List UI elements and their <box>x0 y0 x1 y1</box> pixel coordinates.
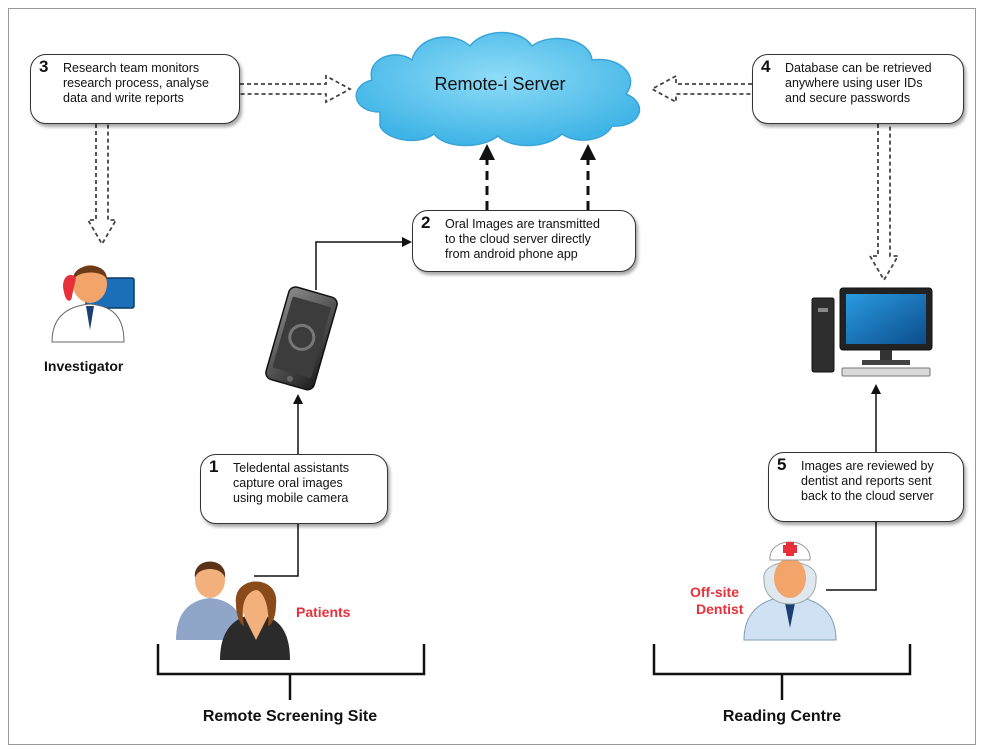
step-4-text: Database can be retrieved anywhere using… <box>785 61 932 105</box>
dentist-label-line1: Off-site <box>690 584 739 600</box>
desktop-computer-icon <box>811 287 933 377</box>
arrow-box3-to-investigator <box>86 124 118 246</box>
dentist-label-line2: Dentist <box>696 601 744 617</box>
patients-label: Patients <box>296 604 351 620</box>
step-4-box: 4 Database can be retrieved anywhere usi… <box>752 54 964 124</box>
patients-icon <box>176 561 290 660</box>
step-2-text: Oral Images are transmitted to the cloud… <box>445 217 600 261</box>
step-1-number: 1 <box>209 457 219 476</box>
investigator-icon <box>51 265 135 343</box>
investigator-label: Investigator <box>44 358 124 374</box>
arrow-box3-to-server <box>240 74 352 104</box>
bracket-remote-screening-site <box>156 644 426 700</box>
step-4-number: 4 <box>761 57 771 76</box>
step-1-box: 1 Teledental assistants capture oral ima… <box>200 454 388 524</box>
bracket-reading-centre <box>652 644 912 700</box>
step-3-box: 3 Research team monitors research proces… <box>30 54 240 124</box>
step-3-number: 3 <box>39 57 49 76</box>
step-2-box: 2 Oral Images are transmitted to the clo… <box>412 210 636 272</box>
dentist-icon <box>743 541 837 641</box>
step-3-text: Research team monitors research process,… <box>63 61 209 105</box>
remote-screening-site-label: Remote Screening Site <box>202 708 378 725</box>
step-5-box: 5 Images are reviewed by dentist and rep… <box>768 452 964 522</box>
step-1-text: Teledental assistants capture oral image… <box>233 461 350 505</box>
server-label: Remote-i Server <box>434 74 566 94</box>
step-2-number: 2 <box>421 213 431 232</box>
cloud-server-icon <box>355 31 641 147</box>
arrow-box2-to-server-left <box>479 144 495 210</box>
step-5-text: Images are reviewed by dentist and repor… <box>801 459 934 503</box>
arrow-box4-to-server <box>650 74 752 104</box>
arrow-box4-to-computer <box>868 124 900 282</box>
connector-phone-to-box2 <box>315 237 412 290</box>
step-5-number: 5 <box>777 455 787 474</box>
smartphone-icon <box>265 286 338 391</box>
arrow-box2-to-server-right <box>580 144 596 210</box>
reading-centre-label: Reading Centre <box>722 708 842 725</box>
